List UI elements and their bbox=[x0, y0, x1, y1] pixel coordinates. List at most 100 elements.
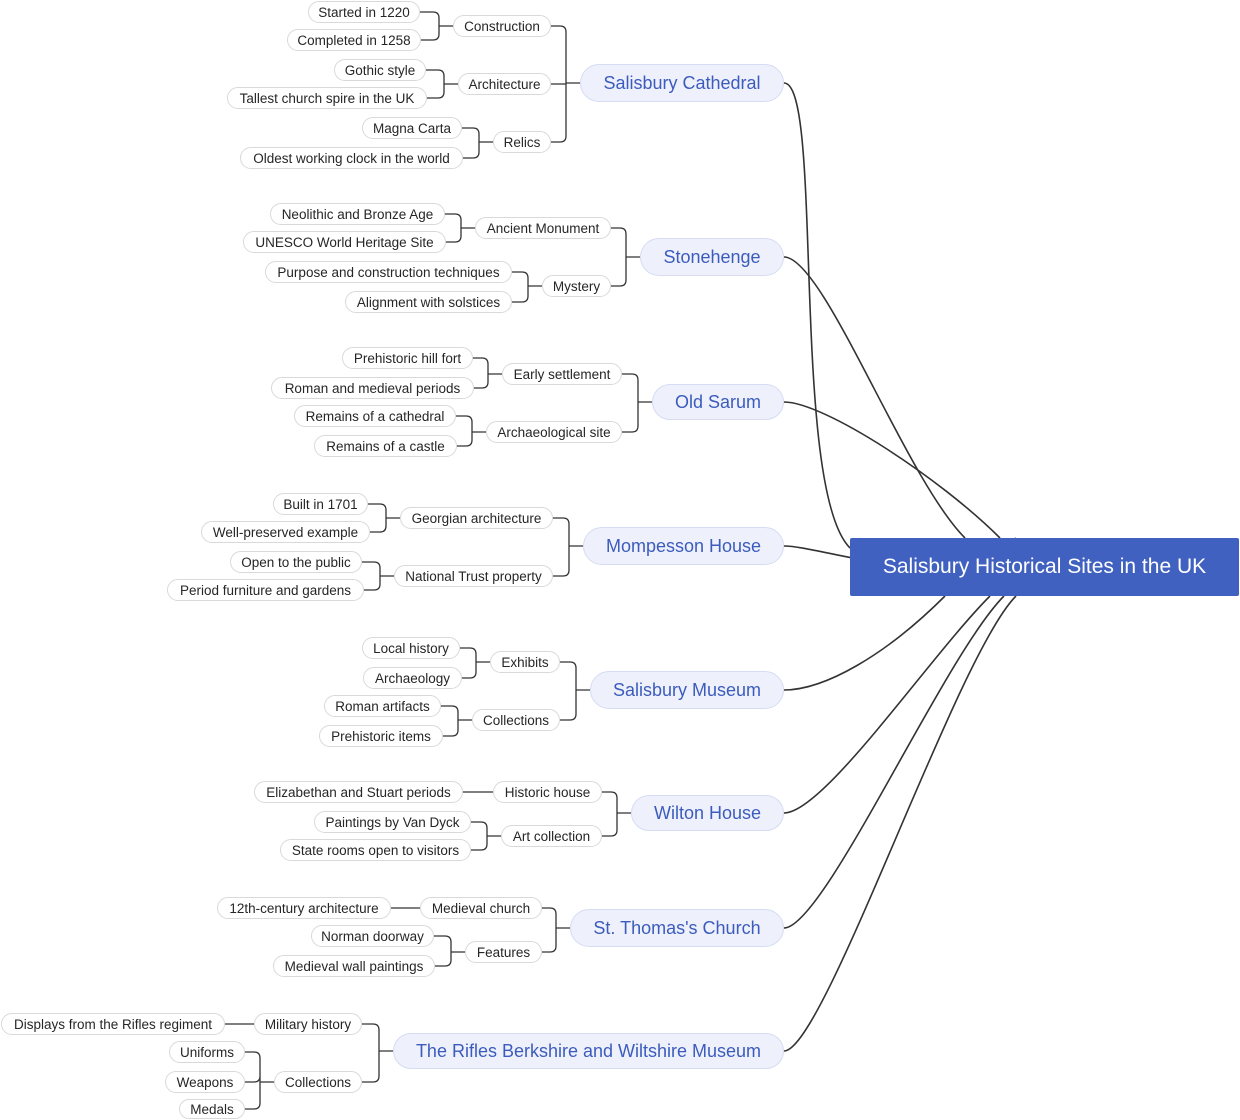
subtopic-norman-doorway[interactable]: Norman doorway bbox=[311, 925, 434, 947]
subtopic-roman-and-medieval-periods-label: Roman and medieval periods bbox=[284, 380, 461, 396]
topic-the-rifles-berkshire-and-wiltshire-museum-military-history[interactable]: Military history bbox=[254, 1013, 362, 1035]
topic-stonehenge-mystery[interactable]: Mystery bbox=[542, 275, 611, 297]
topic-the-rifles-berkshire-and-wiltshire-museum-collections-label: Collections bbox=[284, 1074, 352, 1090]
connector-collections-leaves bbox=[245, 1051, 274, 1110]
subtopic-archaeology[interactable]: Archaeology bbox=[363, 667, 462, 689]
topic-st-thomas-s-church-features[interactable]: Features bbox=[465, 941, 542, 963]
subtopic-local-history[interactable]: Local history bbox=[362, 637, 460, 659]
subtopic-started-in-1220[interactable]: Started in 1220 bbox=[308, 1, 420, 23]
subtopic-period-furniture-and-gardens[interactable]: Period furniture and gardens bbox=[167, 579, 364, 601]
subtopic-weapons[interactable]: Weapons bbox=[165, 1071, 245, 1093]
subtopic-displays-from-the-rifles-regiment[interactable]: Displays from the Rifles regiment bbox=[1, 1013, 225, 1035]
subtopic-medals[interactable]: Medals bbox=[179, 1099, 245, 1119]
topic-salisbury-cathedral-architecture-label: Architecture bbox=[468, 76, 541, 92]
connector-root-salisbury-museum bbox=[783, 595, 946, 691]
topic-stonehenge-ancient-monument-label: Ancient Monument bbox=[486, 220, 600, 236]
topic-wilton-house-art-collection[interactable]: Art collection bbox=[501, 825, 602, 847]
connector-features-leaves bbox=[434, 935, 465, 967]
connector-architecture-leaves bbox=[426, 69, 458, 99]
subtopic-uniforms[interactable]: Uniforms bbox=[169, 1041, 245, 1063]
topic-st-thomas-s-church-features-label: Features bbox=[476, 944, 531, 960]
connector-old-sarum-topics bbox=[622, 373, 652, 433]
subtopic-unesco-world-heritage-site[interactable]: UNESCO World Heritage Site bbox=[243, 231, 446, 253]
subtopic-completed-in-1258-label: Completed in 1258 bbox=[297, 32, 411, 48]
branch-salisbury-cathedral-label: Salisbury Cathedral bbox=[603, 72, 761, 93]
topic-the-rifles-berkshire-and-wiltshire-museum-collections[interactable]: Collections bbox=[274, 1071, 362, 1093]
subtopic-paintings-by-van-dyck[interactable]: Paintings by Van Dyck bbox=[314, 811, 471, 833]
connector-root-salisbury-cathedral bbox=[783, 82, 851, 549]
subtopic-open-to-the-public[interactable]: Open to the public bbox=[230, 551, 362, 573]
subtopic-unesco-world-heritage-site-label: UNESCO World Heritage Site bbox=[255, 234, 434, 250]
subtopic-tallest-church-spire-in-the-uk[interactable]: Tallest church spire in the UK bbox=[227, 87, 427, 109]
branch-salisbury-museum[interactable]: Salisbury Museum bbox=[590, 671, 784, 709]
branch-old-sarum[interactable]: Old Sarum bbox=[652, 384, 784, 420]
subtopic-weapons-label: Weapons bbox=[176, 1074, 234, 1090]
branch-wilton-house[interactable]: Wilton House bbox=[631, 795, 784, 831]
topic-mompesson-house-national-trust-property[interactable]: National Trust property bbox=[394, 565, 553, 587]
topic-st-thomas-s-church-medieval-church-label: Medieval church bbox=[431, 900, 531, 916]
branch-stonehenge[interactable]: Stonehenge bbox=[640, 238, 784, 276]
subtopic-completed-in-1258[interactable]: Completed in 1258 bbox=[287, 29, 421, 51]
connector-salisbury-cathedral-topics bbox=[551, 25, 580, 143]
subtopic-medieval-wall-paintings-label: Medieval wall paintings bbox=[284, 958, 424, 974]
subtopic-purpose-and-construction-techniques[interactable]: Purpose and construction techniques bbox=[265, 261, 512, 283]
connector-early-settlement-leaves bbox=[473, 357, 502, 389]
topic-mompesson-house-georgian-architecture[interactable]: Georgian architecture bbox=[400, 507, 553, 529]
branch-salisbury-cathedral[interactable]: Salisbury Cathedral bbox=[580, 64, 784, 102]
branch-the-rifles-berkshire-and-wiltshire-museum[interactable]: The Rifles Berkshire and Wiltshire Museu… bbox=[393, 1033, 784, 1069]
topic-salisbury-cathedral-architecture[interactable]: Architecture bbox=[458, 73, 551, 95]
branch-st-thomas-s-church[interactable]: St. Thomas's Church bbox=[570, 909, 784, 947]
topic-salisbury-cathedral-relics[interactable]: Relics bbox=[493, 131, 551, 153]
connector-the-rifles-berkshire-and-wiltshire-museum-topics bbox=[362, 1023, 393, 1083]
subtopic-remains-of-a-cathedral[interactable]: Remains of a cathedral bbox=[294, 405, 456, 427]
subtopic-12th-century-architecture[interactable]: 12th-century architecture bbox=[217, 897, 391, 919]
topic-salisbury-museum-collections[interactable]: Collections bbox=[472, 709, 560, 731]
subtopic-medals-label: Medals bbox=[190, 1101, 234, 1117]
subtopic-prehistoric-items[interactable]: Prehistoric items bbox=[319, 725, 443, 747]
topic-salisbury-cathedral-construction-label: Construction bbox=[464, 18, 540, 34]
subtopic-well-preserved-example[interactable]: Well-preserved example bbox=[201, 521, 370, 543]
topic-old-sarum-archaeological-site[interactable]: Archaeological site bbox=[486, 421, 622, 443]
subtopic-gothic-style[interactable]: Gothic style bbox=[334, 59, 426, 81]
subtopic-norman-doorway-label: Norman doorway bbox=[321, 928, 424, 944]
branch-stonehenge-label: Stonehenge bbox=[663, 246, 761, 267]
branch-wilton-house-label: Wilton House bbox=[653, 802, 762, 823]
subtopic-oldest-working-clock-in-the-world[interactable]: Oldest working clock in the world bbox=[240, 147, 463, 169]
topic-salisbury-museum-exhibits[interactable]: Exhibits bbox=[490, 651, 560, 673]
subtopic-built-in-1701[interactable]: Built in 1701 bbox=[273, 493, 368, 515]
subtopic-archaeology-label: Archaeology bbox=[374, 670, 451, 686]
subtopic-remains-of-a-castle[interactable]: Remains of a castle bbox=[314, 435, 457, 457]
topic-old-sarum-early-settlement[interactable]: Early settlement bbox=[502, 363, 622, 385]
connector-root-st-thomas-s-church bbox=[783, 595, 1005, 929]
subtopic-prehistoric-hill-fort[interactable]: Prehistoric hill fort bbox=[342, 347, 473, 369]
root-topic[interactable]: Salisbury Historical Sites in the UK bbox=[850, 538, 1239, 596]
subtopic-alignment-with-solstices[interactable]: Alignment with solstices bbox=[345, 291, 512, 313]
connector-archaeological-site-leaves bbox=[456, 415, 486, 447]
connector-ancient-monument-leaves bbox=[445, 213, 475, 243]
topic-salisbury-cathedral-construction[interactable]: Construction bbox=[453, 15, 551, 37]
subtopic-built-in-1701-label: Built in 1701 bbox=[283, 496, 358, 512]
topic-wilton-house-historic-house[interactable]: Historic house bbox=[493, 781, 602, 803]
subtopic-roman-and-medieval-periods[interactable]: Roman and medieval periods bbox=[271, 377, 474, 399]
branch-mompesson-house[interactable]: Mompesson House bbox=[583, 527, 784, 565]
subtopic-neolithic-and-bronze-age[interactable]: Neolithic and Bronze Age bbox=[270, 203, 445, 225]
subtopic-roman-artifacts[interactable]: Roman artifacts bbox=[324, 695, 441, 717]
topic-st-thomas-s-church-medieval-church[interactable]: Medieval church bbox=[420, 897, 542, 919]
subtopic-open-to-the-public-label: Open to the public bbox=[241, 554, 351, 570]
subtopic-prehistoric-items-label: Prehistoric items bbox=[331, 728, 431, 744]
topic-mompesson-house-national-trust-property-label: National Trust property bbox=[405, 568, 542, 584]
subtopic-state-rooms-open-to-visitors[interactable]: State rooms open to visitors bbox=[280, 839, 471, 861]
subtopic-tallest-church-spire-in-the-uk-label: Tallest church spire in the UK bbox=[239, 90, 415, 106]
topic-wilton-house-historic-house-label: Historic house bbox=[504, 784, 591, 800]
connector-root-the-rifles-berkshire-and-wiltshire-museum bbox=[783, 595, 1017, 1052]
topic-stonehenge-ancient-monument[interactable]: Ancient Monument bbox=[475, 217, 611, 239]
subtopic-medieval-wall-paintings[interactable]: Medieval wall paintings bbox=[273, 955, 435, 977]
connector-root-old-sarum bbox=[783, 401, 1001, 539]
branch-salisbury-museum-label: Salisbury Museum bbox=[612, 679, 762, 700]
topic-wilton-house-art-collection-label: Art collection bbox=[512, 828, 591, 844]
subtopic-magna-carta[interactable]: Magna Carta bbox=[362, 117, 462, 139]
connector-georgian-architecture-leaves bbox=[368, 503, 400, 533]
subtopic-oldest-working-clock-in-the-world-label: Oldest working clock in the world bbox=[253, 150, 450, 166]
subtopic-elizabethan-and-stuart-periods[interactable]: Elizabethan and Stuart periods bbox=[254, 781, 463, 803]
